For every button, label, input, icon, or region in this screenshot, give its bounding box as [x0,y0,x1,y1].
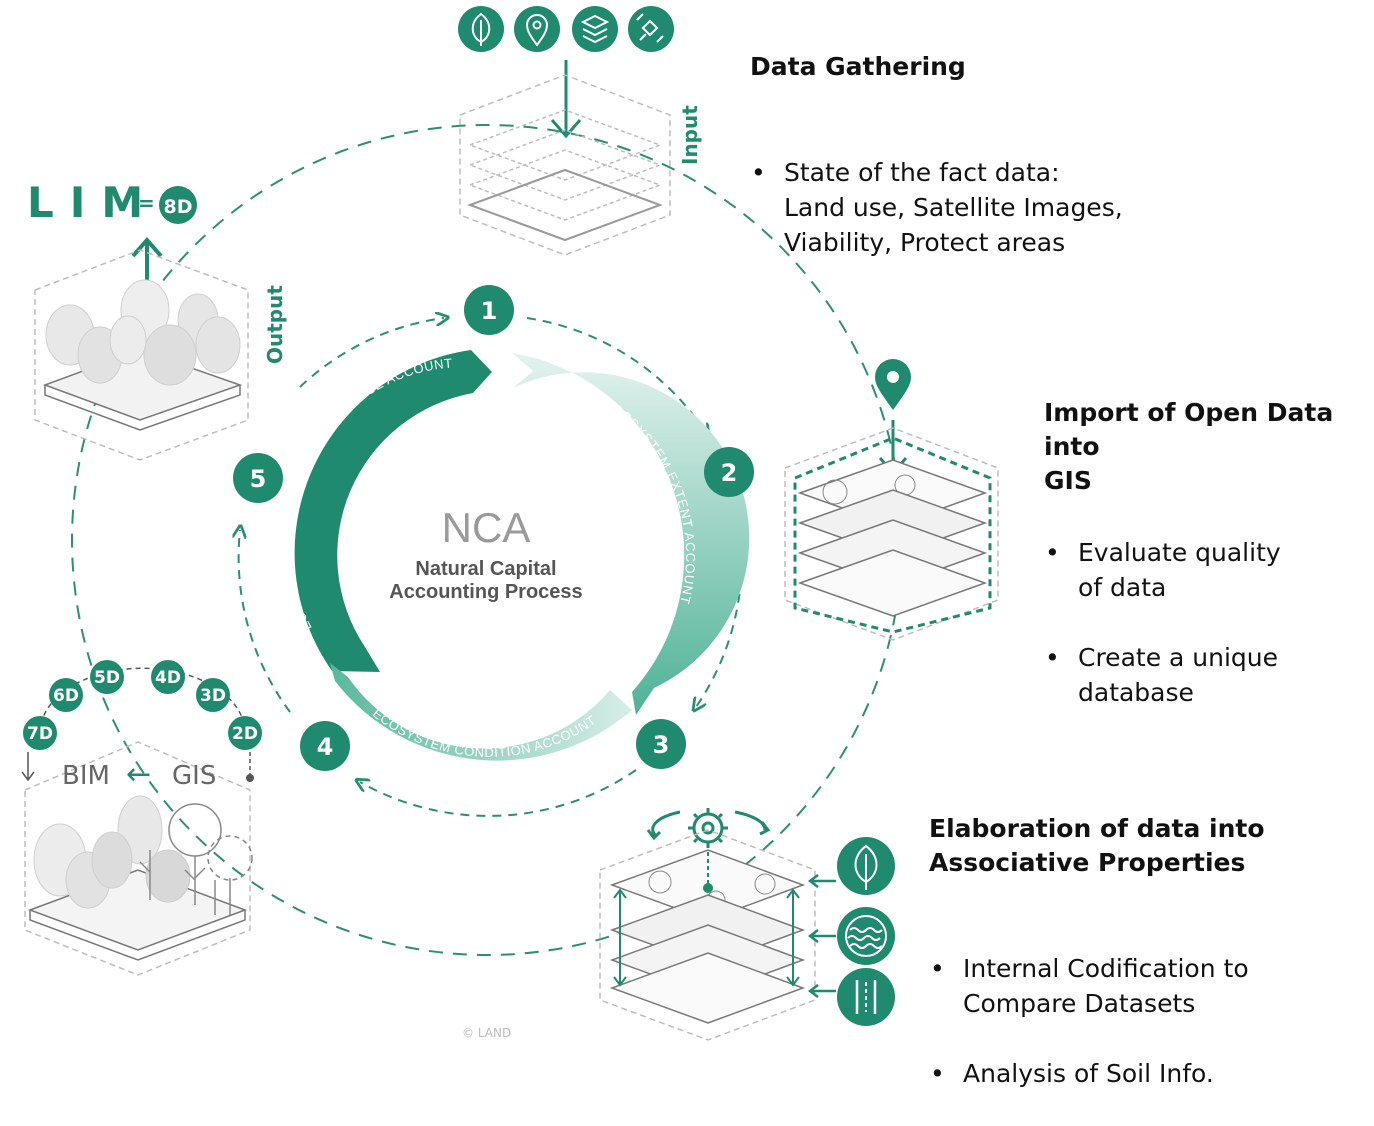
svg-text:4: 4 [317,733,334,761]
import-list: Evaluate quality of data Create a unique… [1045,500,1281,745]
bim-gis-arrow: ← [126,757,152,792]
step-2: 2 [704,447,754,497]
data-gathering-list: State of the fact data: Land use, Satell… [751,120,1123,295]
nca-subtitle: Natural Capital Accounting Process [366,558,606,604]
elaboration-box [599,829,816,1041]
lim-logo: LIM [27,178,160,227]
bim-label: BIM [62,761,110,791]
elaboration-list: Internal Codification to Compare Dataset… [930,916,1249,1126]
copyright: © LAND [462,1026,512,1040]
road-property-icon [837,968,895,1026]
leaf-property-icon [837,837,895,895]
arc-extent [512,353,750,715]
bim-box [24,741,253,976]
data-gathering-heading: Data Gathering [750,52,966,81]
input-icons [458,6,674,52]
property-arrows [807,874,836,998]
output-box [34,249,249,461]
svg-text:6D: 6D [53,686,79,706]
gis-label: GIS [172,761,217,791]
input-label: Input [678,105,702,165]
property-icons [837,837,895,1026]
nca-subtitle-line2: Accounting Process [389,581,583,603]
svg-text:8D: 8D [164,196,193,218]
lim-equals: = [138,191,155,215]
step-5: 5 [233,453,283,503]
import-heading: Import of Open Data into GIS [1044,398,1334,495]
location-pin-icon [514,6,560,52]
leaf-icon [458,6,504,52]
elaboration-bullet-1: Internal Codification to Compare Dataset… [930,951,1249,1021]
import-bullet-2: Create a unique database [1045,640,1281,710]
svg-text:5D: 5D [94,668,120,688]
svg-text:7D: 7D [27,724,53,744]
step-4: 4 [300,721,350,771]
gis-box [784,427,999,641]
dimension-badges: 7D 6D 5D 4D 3D 2D [23,660,262,750]
dim-4d: 4D [151,660,185,694]
lim-8d-badge: 8D [159,186,197,224]
satellite-icon [628,6,674,52]
arc-supply-use [294,350,492,672]
elaboration-heading: Elaboration of data into Associative Pro… [929,814,1265,877]
water-property-icon [837,907,895,965]
svg-text:4D: 4D [155,668,181,688]
nca-title: NCA [441,504,531,551]
import-bullet-1: Evaluate quality of data [1045,535,1281,605]
layers-icon [572,6,618,52]
process-gear-icon [651,808,767,848]
gis-pin-icon [875,359,911,410]
dim-2d: 2D [228,716,262,750]
svg-text:2D: 2D [232,724,258,744]
svg-text:3: 3 [653,731,670,759]
dim-7d: 7D [23,716,57,750]
input-box [459,74,671,256]
nca-subtitle-line1: Natural Capital [415,558,557,580]
svg-text:2: 2 [721,459,738,487]
dim-3d: 3D [196,678,230,712]
dim-6d: 6D [49,678,83,712]
svg-text:ECOSYSTEM CONDITION ACCOUNT: ECOSYSTEM CONDITION ACCOUNT [370,706,599,760]
svg-text:1: 1 [481,297,498,325]
step-1: 1 [464,285,514,335]
svg-text:3D: 3D [200,686,226,706]
arc-label-condition: ECOSYSTEM CONDITION ACCOUNT [370,706,598,760]
arc-condition [330,663,632,761]
dim-5d: 5D [90,660,124,694]
data-gathering-bullet: State of the fact data: Land use, Satell… [751,155,1123,260]
output-label: Output [263,285,287,364]
step-3: 3 [636,719,686,769]
step-badges: 1 2 3 4 5 [233,285,754,771]
svg-text:5: 5 [250,465,267,493]
elaboration-bullet-2: Analysis of Soil Info. [930,1056,1249,1091]
nca-diagram: ECOSYSTEM SERVICES SUPPLY AND USE ACCOUN… [21,6,999,1041]
